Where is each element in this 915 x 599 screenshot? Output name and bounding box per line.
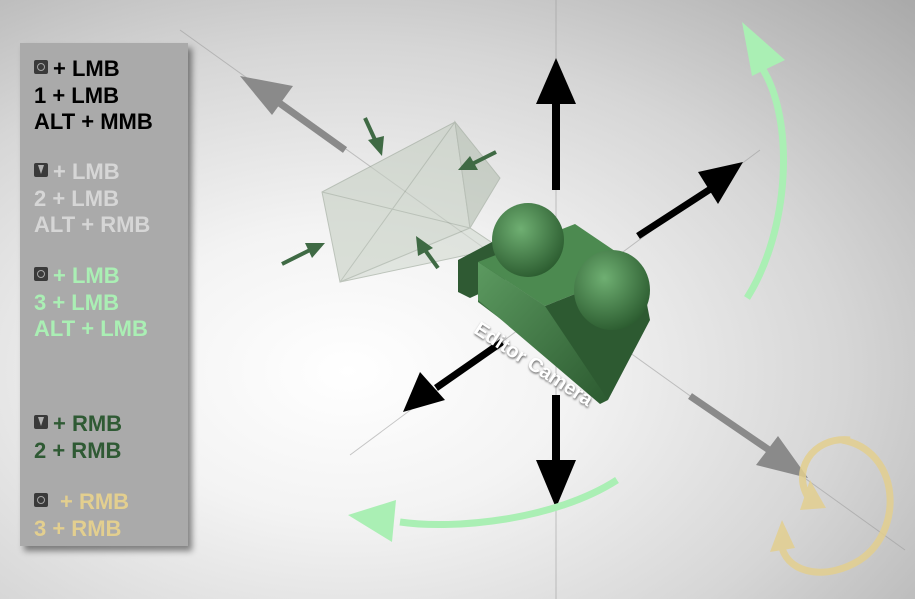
legend-row: 1 + LMB [34,82,119,108]
orbit-arc-bottom [399,477,619,529]
pan-arrow-left [433,339,505,391]
pan-arrowhead-right [698,162,743,204]
pan-arrowhead-down [536,460,576,508]
legend-group-roll: + RMB 3 + RMB [34,489,129,542]
view-frustum [321,120,502,283]
camera-body-top [478,224,640,306]
legend-row: + LMB [34,56,153,83]
camera-reel-front [492,203,564,277]
controls-legend-panel: + LMB 1 + LMB ALT + MMB + LMB 2 + LMB AL… [20,43,188,546]
legend-row: ALT + LMB [34,316,148,341]
legend-row: 2 + LMB [34,185,119,211]
legend-row: + RMB [34,489,129,516]
legend-row: + RMB [34,411,122,438]
orbit-icon [34,493,48,507]
legend-row: + LMB [34,263,148,290]
legend-row: 3 + LMB [34,289,119,315]
dolly-arrows [240,76,808,478]
pan-arrows [403,58,743,508]
orbit-arrows [348,22,787,542]
legend-row: ALT + RMB [34,212,151,237]
dolly-arrowhead-back [240,76,293,115]
editor-camera-model [458,203,650,404]
dolly-icon [34,163,48,177]
legend-row: ALT + MMB [34,109,153,134]
legend-row: 3 + RMB [34,515,122,541]
pan-arrowhead-up [536,58,576,104]
pan-arrow-right [636,185,714,239]
legend-group-orbit: + LMB 3 + LMB ALT + LMB [34,263,148,343]
legend-row: + LMB [34,159,150,186]
orbit-arrowhead-right [742,22,785,76]
camera-reel-back [574,250,650,330]
orbit-arrowhead-bottom [348,500,396,542]
roll-arrows [770,436,894,576]
legend-group-dolly: + LMB 2 + LMB ALT + RMB [34,159,150,239]
zoom-arrows [281,117,497,270]
orbit-arc-right [744,66,787,300]
roll-arrowhead-1 [770,520,795,552]
pan-icon [34,60,48,74]
roll-arrowhead-2 [800,480,826,510]
roll-arc-inner [798,436,851,503]
dolly-arrowhead-forward [756,436,808,478]
pan-arrowhead-left [403,372,445,412]
orbit-icon [34,267,48,281]
dolly-arrow-back [275,99,348,153]
camera-body-face [478,262,608,404]
roll-arc-outer [778,436,894,576]
legend-group-pan: + LMB 1 + LMB ALT + MMB [34,56,153,136]
dolly-arrow-forward [688,393,774,455]
dolly-icon [34,415,48,429]
legend-group-zoom: + RMB 2 + RMB [34,411,122,464]
legend-row: 2 + RMB [34,437,122,463]
